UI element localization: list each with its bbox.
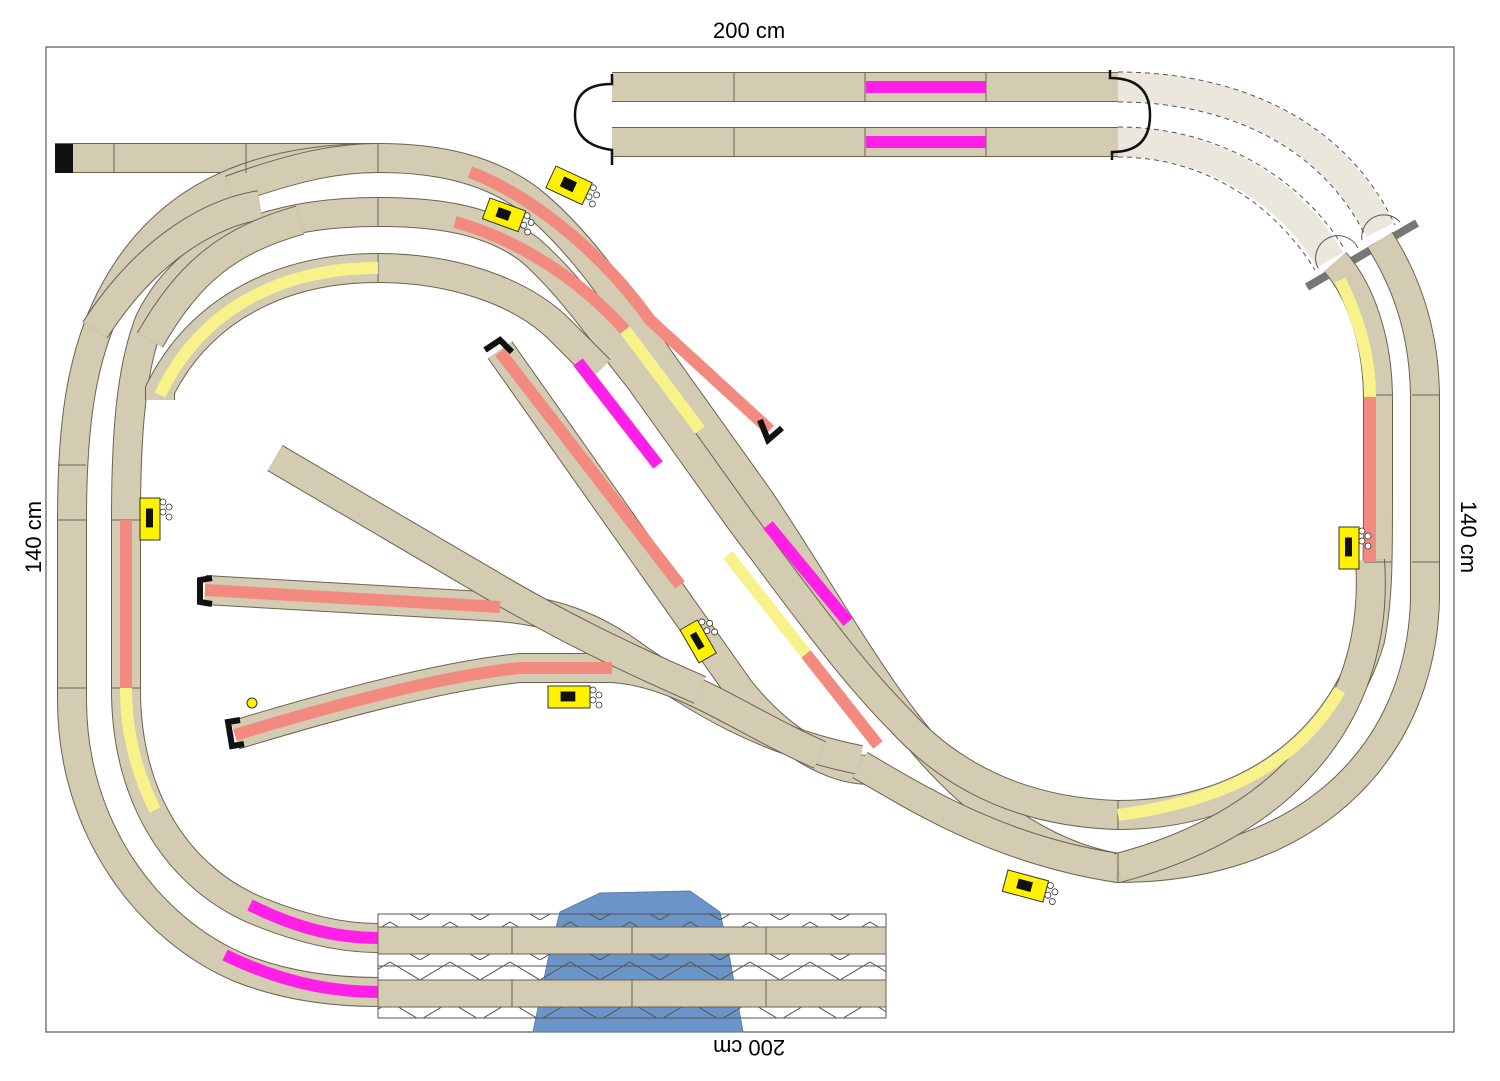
signal-icon-mark	[495, 207, 512, 221]
signal-icon-mark	[1016, 878, 1033, 892]
occupied-section-g	[233, 662, 612, 741]
signal-icon	[246, 697, 258, 709]
station-section-c	[247, 899, 379, 944]
buffer-stops	[55, 70, 1152, 750]
hidden-loop-left	[573, 74, 614, 165]
station-section-b	[763, 521, 853, 626]
track-siding-d-bed	[267, 445, 706, 703]
signal-icon-contact	[165, 513, 173, 521]
turnout-motor-icon-mark	[689, 631, 705, 651]
turnout-motor-icon-contact	[706, 619, 714, 627]
turnout-motor-icon	[679, 618, 719, 664]
signal-icon-mark	[146, 508, 153, 528]
track-crossover-a-bed	[83, 191, 263, 338]
occupied-section-d	[801, 650, 883, 749]
signal-icon-mark	[559, 176, 578, 193]
bridge-tracks	[377, 926, 887, 1008]
track-spur-a-bed	[225, 144, 379, 204]
signal-section-d	[120, 687, 161, 813]
station-section-a	[573, 358, 663, 469]
signal-icon-contact	[1048, 898, 1056, 905]
signal-section-a	[620, 326, 705, 434]
signal-icon-contact	[589, 184, 597, 192]
turnout-motor-icon-contact	[698, 618, 706, 626]
width-dimension-top: 200 cm	[713, 18, 786, 43]
tunnel-portal-icon	[1304, 214, 1420, 291]
turnout-motor-icon-contact	[589, 686, 597, 694]
signal-icon-contact	[593, 191, 601, 199]
hidden-loop-right	[1108, 70, 1152, 160]
signal-section-e	[1334, 277, 1376, 398]
turnout-motor-icon-contact	[595, 701, 603, 709]
signal-icon-contact	[1044, 891, 1052, 899]
occupied-section-c	[495, 348, 685, 589]
turnout-motor-icon	[547, 685, 603, 709]
height-dimension-right: 140 cm	[1456, 500, 1482, 574]
track-right-inner-bed	[1114, 559, 1385, 882]
height-dimension-left: 140 cm	[21, 500, 47, 574]
signal-icon-contact	[1364, 542, 1372, 550]
section-overlays	[120, 81, 1376, 998]
signal-icon-contact	[1364, 532, 1372, 540]
signal-icon-contact	[159, 498, 167, 506]
signal-section-c	[154, 262, 379, 398]
signal-icon-contact	[1358, 537, 1366, 545]
signal-icon-contact	[520, 221, 528, 229]
station-section-d	[222, 949, 379, 998]
signal-icon	[139, 497, 173, 541]
occupied-section-a	[467, 166, 775, 435]
turnout-motor-icon-mark	[560, 691, 576, 702]
hidden-tracks	[1117, 71, 1396, 271]
buffer-stop-icon	[757, 418, 784, 446]
signal-icon-contact	[523, 212, 531, 220]
signal-icon	[545, 165, 601, 208]
occupied-section-f	[204, 584, 501, 613]
signal-icon-contact	[159, 508, 167, 516]
signal-icon-contact	[585, 193, 593, 201]
buffer-stop-icon	[224, 717, 245, 750]
signal-icon-contact	[527, 219, 535, 226]
signal-icon	[1338, 526, 1372, 570]
signal-icon	[1001, 869, 1059, 905]
signal-icon-mark	[1345, 537, 1352, 557]
track-crossover-b-bed	[137, 206, 304, 347]
signal-icon-contact	[1051, 888, 1059, 896]
signal-icon-contact	[1358, 527, 1366, 535]
occupied-section-b	[453, 216, 630, 335]
track-inner-top-bed	[377, 198, 1392, 830]
turnout-motor-icon-contact	[703, 627, 711, 635]
turnout-motor-icon-contact	[595, 691, 603, 699]
buffer-stop-icon	[197, 575, 213, 607]
signal-icon-contact	[524, 228, 532, 236]
buffer-stop-icon	[483, 336, 515, 355]
width-dimension-bottom: 200 cm	[713, 1035, 786, 1060]
signal-icon-contact	[1047, 882, 1054, 889]
signal-section-b	[723, 551, 811, 658]
turnout-motor-icon-contact	[589, 696, 597, 704]
signal-icon-contact	[165, 503, 173, 511]
turnout-motor-icon-contact	[711, 628, 719, 636]
buffer-stop-icon	[55, 144, 73, 173]
accessories	[139, 165, 1372, 905]
signal-icon-contact	[588, 200, 596, 208]
signal-section-f	[1117, 687, 1346, 821]
track-lower-link-bed	[852, 752, 1121, 882]
signal-icon	[481, 197, 535, 236]
